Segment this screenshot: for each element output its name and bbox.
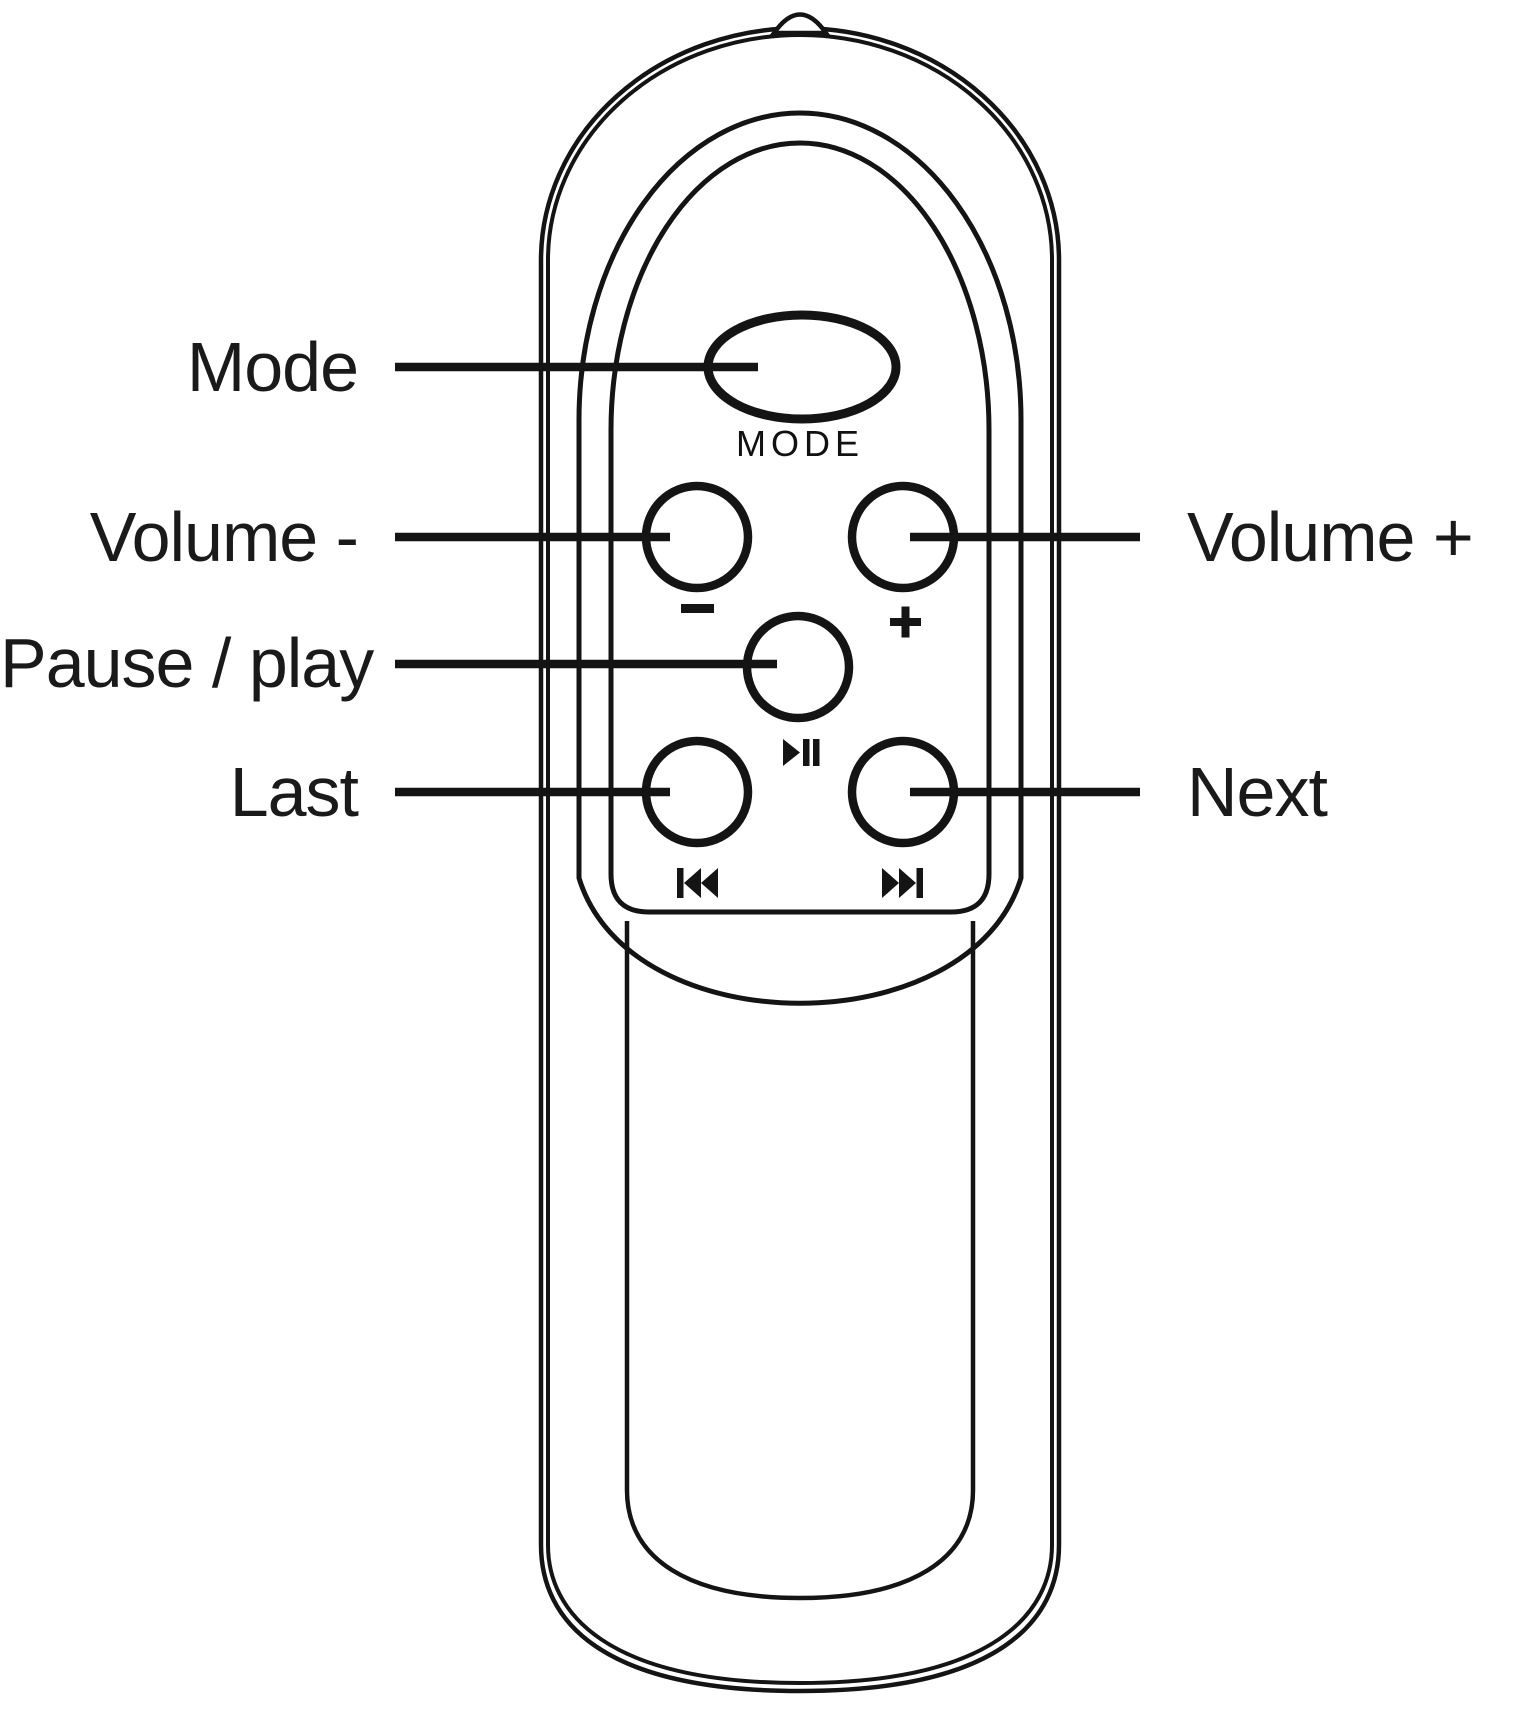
ir-bump [769, 12, 831, 36]
play-pause-icon [783, 739, 820, 766]
label-pause-play: Pause / play [0, 624, 374, 702]
minus-icon [681, 604, 714, 613]
body-outline-outer [538, 25, 1062, 1694]
body-outline-inner [546, 33, 1054, 1686]
next-track-icon [882, 868, 923, 898]
battery-cover [624, 921, 976, 1601]
label-volume-plus: Volume + [1187, 498, 1474, 576]
previous-track-icon [677, 868, 718, 898]
label-mode: Mode [186, 328, 359, 406]
label-next: Next [1187, 753, 1328, 831]
label-volume-minus: Volume - [89, 498, 359, 576]
plus-icon [890, 606, 921, 638]
button-panel-outer [576, 110, 1024, 1006]
label-last: Last [229, 753, 359, 831]
mode-button-caption: MODE [736, 423, 864, 464]
button-panel-inner [608, 140, 992, 915]
